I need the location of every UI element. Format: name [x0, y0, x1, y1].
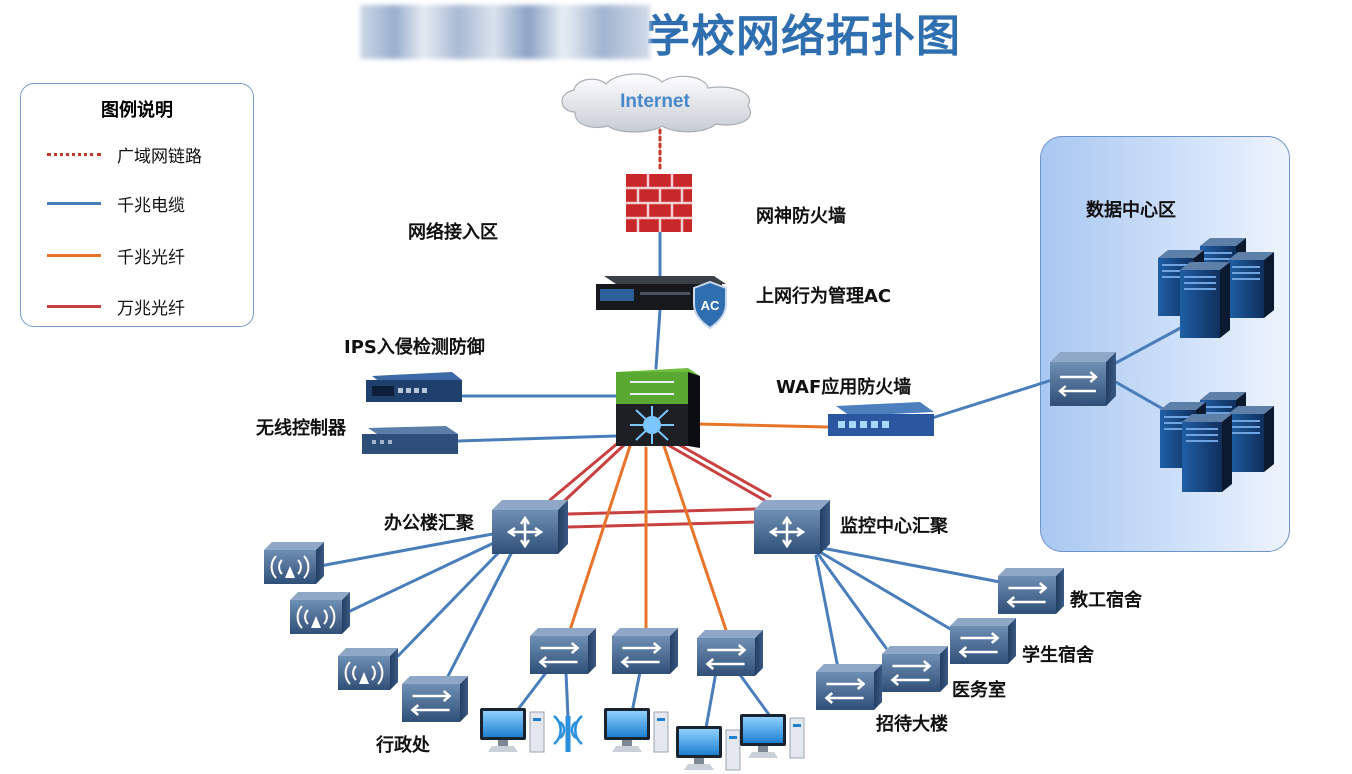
tengig-office-monitor-b	[566, 520, 758, 529]
workstation-4-icon	[740, 714, 805, 759]
legend-swatch-10g-fiber	[47, 304, 101, 308]
tengig-office-monitor-a	[566, 507, 758, 516]
link-sw2-pc2	[630, 670, 642, 714]
link-monitor-student	[818, 550, 954, 632]
label-ac: 上网行为管理AC	[756, 286, 892, 307]
label-monitor-agg: 监控中心汇聚	[840, 516, 948, 537]
ips-appliance-icon	[366, 372, 462, 402]
access-switch-2-icon	[612, 628, 678, 674]
link-wlc-core	[456, 434, 618, 443]
office-aggregation-switch-icon	[492, 500, 568, 554]
clinic-switch-icon	[882, 646, 948, 692]
fiber-core-sw1	[568, 444, 632, 632]
workstation-3-icon	[676, 726, 741, 771]
redacted-school-name	[360, 5, 650, 59]
label-staff-dorm: 教工宿舍	[1070, 590, 1142, 611]
legend-item-gig-cable: 千兆电缆	[47, 191, 185, 216]
link-office-ap2	[346, 538, 502, 614]
tengig-core-office-b	[558, 443, 626, 507]
label-reception: 招待大楼	[876, 714, 948, 735]
workstation-1-icon	[480, 708, 545, 753]
wlc-appliance-icon	[362, 426, 458, 454]
link-sw3-pc3	[704, 670, 718, 730]
wifi-antenna-icon	[553, 715, 583, 752]
access-switch-1-icon	[530, 628, 596, 674]
label-wlc: 无线控制器	[256, 418, 346, 439]
server-b2-icon	[1228, 406, 1274, 472]
label-firewall: 网神防火墙	[756, 206, 846, 227]
access-point-1-icon	[264, 542, 324, 584]
legend-label-wan: 广域网链路	[117, 146, 202, 167]
servers	[1158, 238, 1274, 492]
label-clinic: 医务室	[952, 680, 1006, 701]
link-waf-dcswitch	[930, 378, 1054, 420]
internet-label: Internet	[620, 91, 690, 112]
tengig-core-office-a	[548, 441, 620, 502]
label-office-agg: 办公楼汇聚	[384, 513, 474, 534]
reception-switch-icon	[816, 664, 882, 710]
page-title: 学校网络拓扑图	[360, 2, 961, 62]
access-switch-3-icon	[697, 630, 763, 676]
waf-appliance-icon	[828, 402, 934, 436]
fiber-core-sw3	[662, 444, 728, 632]
access-point-2-icon	[290, 592, 350, 634]
legend-item-10g-fiber: 万兆光纤	[47, 294, 185, 319]
firewall-icon	[626, 174, 692, 232]
link-monitor-staff	[820, 546, 1002, 584]
link-ac-core	[654, 308, 662, 370]
workstation-2-icon	[604, 708, 669, 753]
link-monitor-reception	[814, 554, 840, 670]
legend-item-wan: 广域网链路	[47, 142, 202, 167]
workstations	[480, 708, 805, 771]
label-student-dorm: 学生宿舍	[1022, 645, 1094, 666]
server-a2-icon	[1228, 252, 1274, 318]
access-points	[264, 542, 398, 690]
zone-label-access: 网络接入区	[408, 222, 498, 243]
core-switch-icon	[616, 368, 700, 448]
legend-item-gig-fiber: 千兆光纤	[47, 243, 185, 268]
legend-swatch-gig-cable	[47, 201, 101, 205]
legend-label-gig-cable: 千兆电缆	[117, 195, 185, 216]
access-point-3-icon	[338, 648, 398, 690]
link-monitor-clinic	[816, 552, 888, 650]
legend-title: 图例说明	[101, 100, 173, 121]
legend-label-gig-fiber: 千兆光纤	[117, 247, 185, 268]
label-admin: 行政处	[376, 735, 430, 756]
links	[318, 128, 1188, 730]
server-a4-icon	[1180, 262, 1230, 338]
legend-swatch-wan	[47, 152, 101, 156]
tengig-core-monitor-a	[666, 443, 766, 502]
tengig-core-monitor-b	[674, 441, 772, 498]
zone-label-datacenter: 数据中心区	[1086, 200, 1176, 221]
internet-cloud: Internet	[561, 73, 751, 133]
link-dcswitch-srv1	[1110, 323, 1188, 367]
link-core-waf	[696, 422, 830, 429]
title-text: 学校网络拓扑图	[646, 11, 961, 62]
link-sw1-ap	[564, 670, 570, 720]
ac-shield-icon: AC	[693, 280, 727, 330]
legend: 图例说明 广域网链路 千兆电缆 千兆光纤 万兆光纤	[20, 83, 254, 327]
student-dorm-switch-icon	[950, 618, 1016, 664]
datacenter-switch-icon	[1050, 352, 1116, 406]
staff-dorm-switch-icon	[998, 568, 1064, 614]
link-office-ap3	[396, 543, 508, 658]
legend-label-10g-fiber: 万兆光纤	[117, 298, 185, 319]
monitor-aggregation-switch-icon	[754, 500, 830, 554]
link-sw3-pc4	[736, 670, 772, 718]
link-office-admin	[444, 546, 516, 682]
ac-badge-text: AC	[701, 298, 720, 313]
legend-swatch-gig-fiber	[47, 253, 101, 257]
link-sw1-pc1	[514, 668, 550, 714]
admin-switch-icon	[402, 676, 468, 722]
link-office-ap1	[318, 531, 500, 568]
label-waf: WAF应用防火墙	[776, 377, 912, 398]
label-ips: IPS入侵检测防御	[344, 337, 485, 358]
server-b4-icon	[1182, 414, 1232, 492]
